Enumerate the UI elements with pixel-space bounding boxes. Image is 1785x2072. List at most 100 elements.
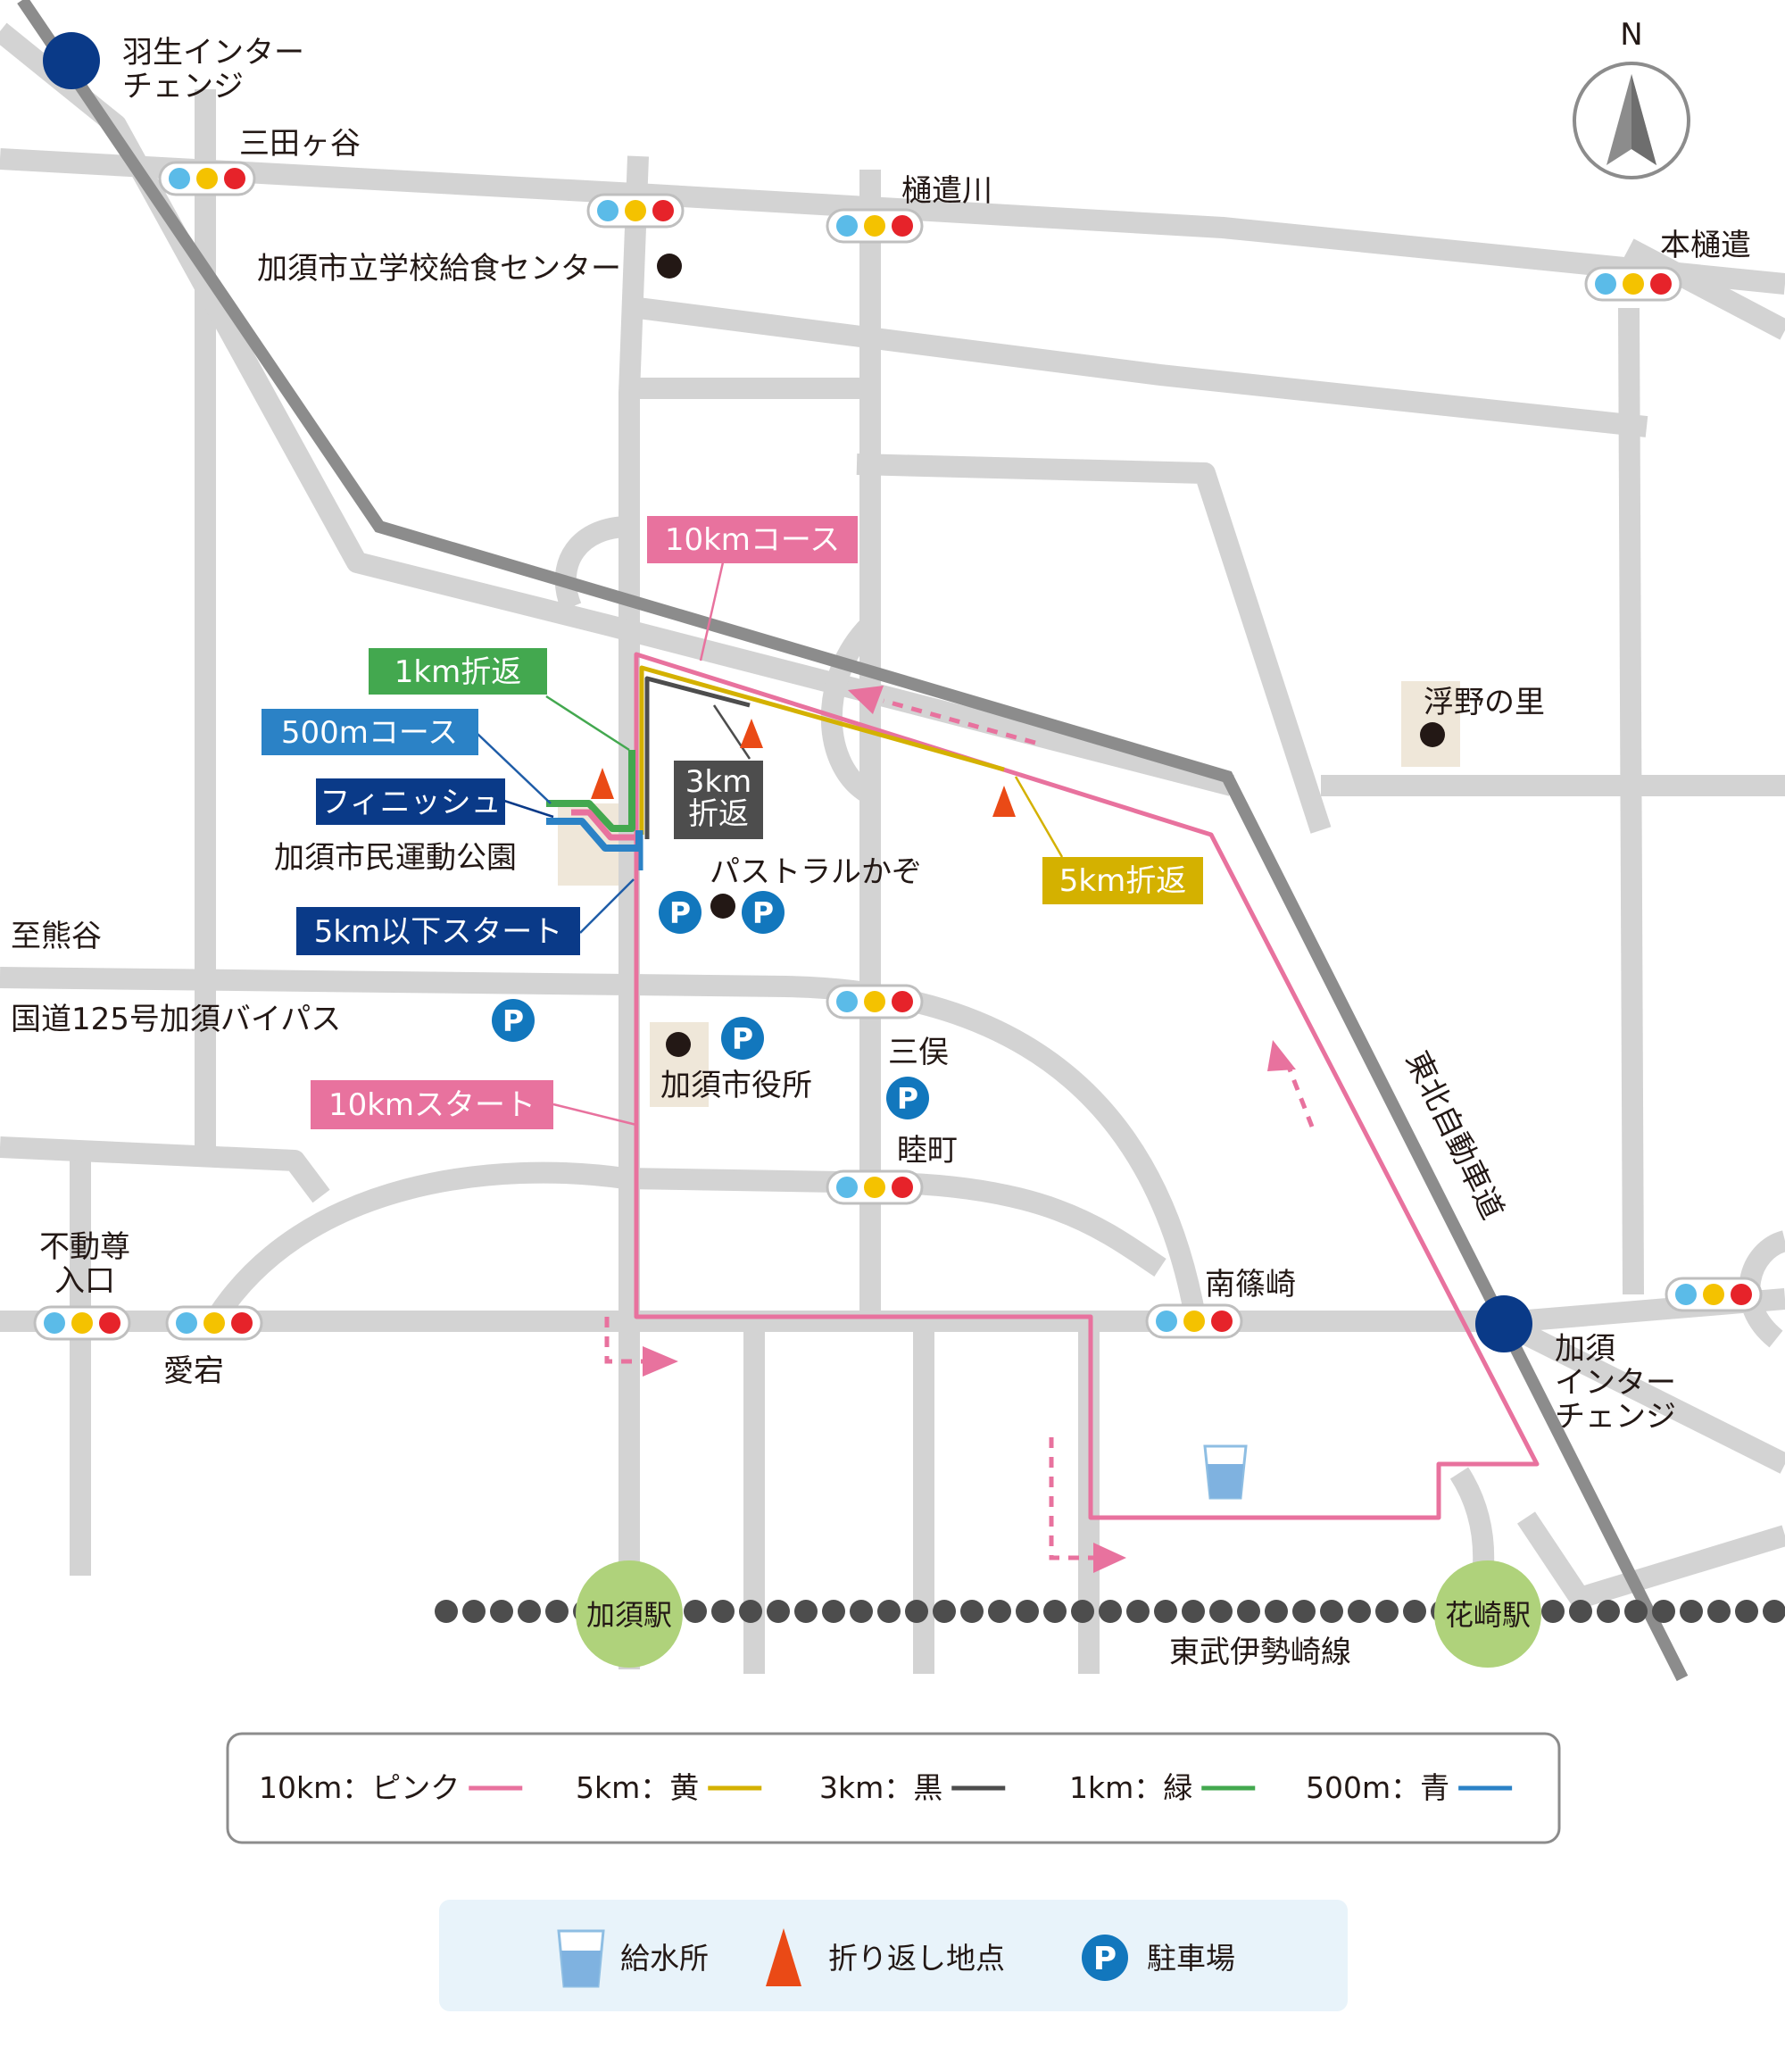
bypass-label: 国道125号加須バイパス <box>11 1002 341 1037</box>
parking-legend-letter: P <box>1093 1941 1117 1977</box>
parking-icon: P <box>659 891 702 934</box>
arrow-head <box>1093 1543 1126 1573</box>
label-line: チェンジ <box>122 69 244 104</box>
pastoral-label: パストラルかぞ <box>710 854 922 890</box>
leader-lines <box>477 562 1064 1127</box>
tag-500m-course: 500mコース <box>281 715 458 751</box>
leader-line <box>699 562 725 662</box>
parking-markers: P P P P P <box>492 891 929 1119</box>
label-line: 羽生インター <box>122 35 304 71</box>
mitagaya-label: 三田ヶ谷 <box>239 126 361 162</box>
tag-5km-turn-box <box>1042 857 1203 904</box>
road <box>636 297 1648 437</box>
legend-entry-label: 10km：ピンク <box>259 1770 460 1805</box>
label-line: 3km <box>685 764 751 800</box>
traffic-signal-icon <box>165 1305 263 1341</box>
course-lines <box>546 652 1540 1520</box>
turnaround-points <box>591 719 1016 817</box>
tag-500m-course-box <box>262 709 478 755</box>
tag-5km-start: 5km以下スタート <box>314 914 562 950</box>
kazo-interchange-dot <box>1475 1295 1532 1352</box>
kazo-station-label: 加須駅 <box>586 1598 672 1632</box>
course-5km-line <box>639 665 1005 835</box>
road <box>1618 307 1644 1295</box>
symbol-legend-box <box>439 1900 1348 2011</box>
leader-line <box>477 733 552 804</box>
tag-1km-turn: 1km折返 <box>394 654 521 690</box>
arrow-head <box>848 686 884 714</box>
kyushoku-center-label: 加須市立学校給食センター <box>257 251 621 287</box>
parking-icon: P <box>492 999 535 1042</box>
parking-legend-label: 駐車場 <box>1147 1941 1235 1976</box>
minamishinozaki-label: 南篠崎 <box>1205 1267 1296 1302</box>
label-line: チェンジ <box>1555 1399 1676 1435</box>
traffic-signal-icon <box>1665 1277 1763 1312</box>
road <box>204 1161 1166 1327</box>
road <box>619 155 649 1669</box>
undokoen-label: 加須市民運動公園 <box>274 840 517 876</box>
course-1km-line <box>546 750 635 832</box>
kazo-interchange-label: 加須インターチェンジ <box>1555 1331 1676 1435</box>
tag-10km-course-box <box>647 516 858 563</box>
hanasaki-station-label: 花崎駅 <box>1445 1598 1531 1632</box>
turn-cone-icon <box>591 768 614 799</box>
label-line: 入口 <box>54 1263 115 1299</box>
direction-arrow <box>1049 1437 1093 1560</box>
facility-dot <box>666 1032 691 1057</box>
traffic-signal-icon <box>826 1169 924 1205</box>
kumagaya-label: 至熊谷 <box>11 919 102 954</box>
facility-dots <box>657 254 1445 1057</box>
traffic-signal-icon <box>1584 266 1682 302</box>
place-labels: 羽生インターチェンジ 三田ヶ谷 樋遣川 加須市立学校給食センター 本樋遣 浮野の… <box>11 35 1751 1670</box>
parking-icon: P <box>742 891 785 934</box>
direction-arrow <box>883 698 1036 745</box>
svg-text:P: P <box>897 1081 918 1116</box>
mutsumachi-label: 睦町 <box>897 1133 958 1169</box>
course-10km-line <box>634 652 1540 1520</box>
tag-5km-turn: 5km折返 <box>1059 863 1186 899</box>
label-line: インター <box>1555 1365 1676 1401</box>
leader-line <box>503 799 554 819</box>
tag-10km-start: 10kmスタート <box>328 1087 536 1123</box>
water-station-icon <box>1203 1444 1248 1500</box>
course-finish-line <box>571 809 635 841</box>
traffic-signal-icon <box>158 161 256 196</box>
tokyugawa-label: 樋遣川 <box>901 173 992 209</box>
traffic-signal-icon <box>826 984 924 1019</box>
traffic-signals <box>33 161 1763 1341</box>
tag-3km-turn-box <box>674 761 763 839</box>
legend-entry-label: 500m：青 <box>1306 1770 1449 1805</box>
arrow-head <box>643 1346 678 1377</box>
fudoson-label: 不動尊入口 <box>39 1229 130 1299</box>
ukinosato-label: 浮野の里 <box>1424 685 1545 720</box>
label-line: 不動尊 <box>39 1229 130 1265</box>
arrow-head <box>1267 1040 1296 1071</box>
traffic-signal-icon <box>586 193 685 229</box>
svg-text:P: P <box>502 1003 524 1038</box>
road <box>0 1136 330 1203</box>
compass-north-label: N <box>1620 17 1642 53</box>
road <box>1517 1511 1785 1609</box>
water-legend-icon <box>557 1929 605 1988</box>
tag-finish-box <box>316 778 505 825</box>
arrow-heads <box>643 686 1296 1573</box>
tag-5km-start-box <box>296 907 580 955</box>
hanasaki-station-circle <box>1434 1560 1541 1668</box>
svg-text:P: P <box>752 895 774 930</box>
turn-legend-icon <box>766 1928 801 1986</box>
leader-line <box>579 878 635 934</box>
road <box>856 454 1332 834</box>
traffic-signal-icon <box>826 208 924 244</box>
course-tags: 10kmコース 1km折返 500mコース フィニッシュ 5km以下スタート 3… <box>262 516 1203 1129</box>
road <box>1494 1311 1785 1474</box>
leader-line <box>712 704 751 760</box>
facility-dot <box>657 254 682 279</box>
tag-finish: フィニッシュ <box>320 785 501 820</box>
tag-1km-turn-box <box>369 648 547 695</box>
road <box>554 516 630 612</box>
hontoyu-label: 本樋遣 <box>1660 228 1751 263</box>
tobu-line-label: 東武伊勢崎線 <box>1169 1635 1351 1670</box>
legend-entry-label: 5km：黄 <box>576 1770 699 1805</box>
